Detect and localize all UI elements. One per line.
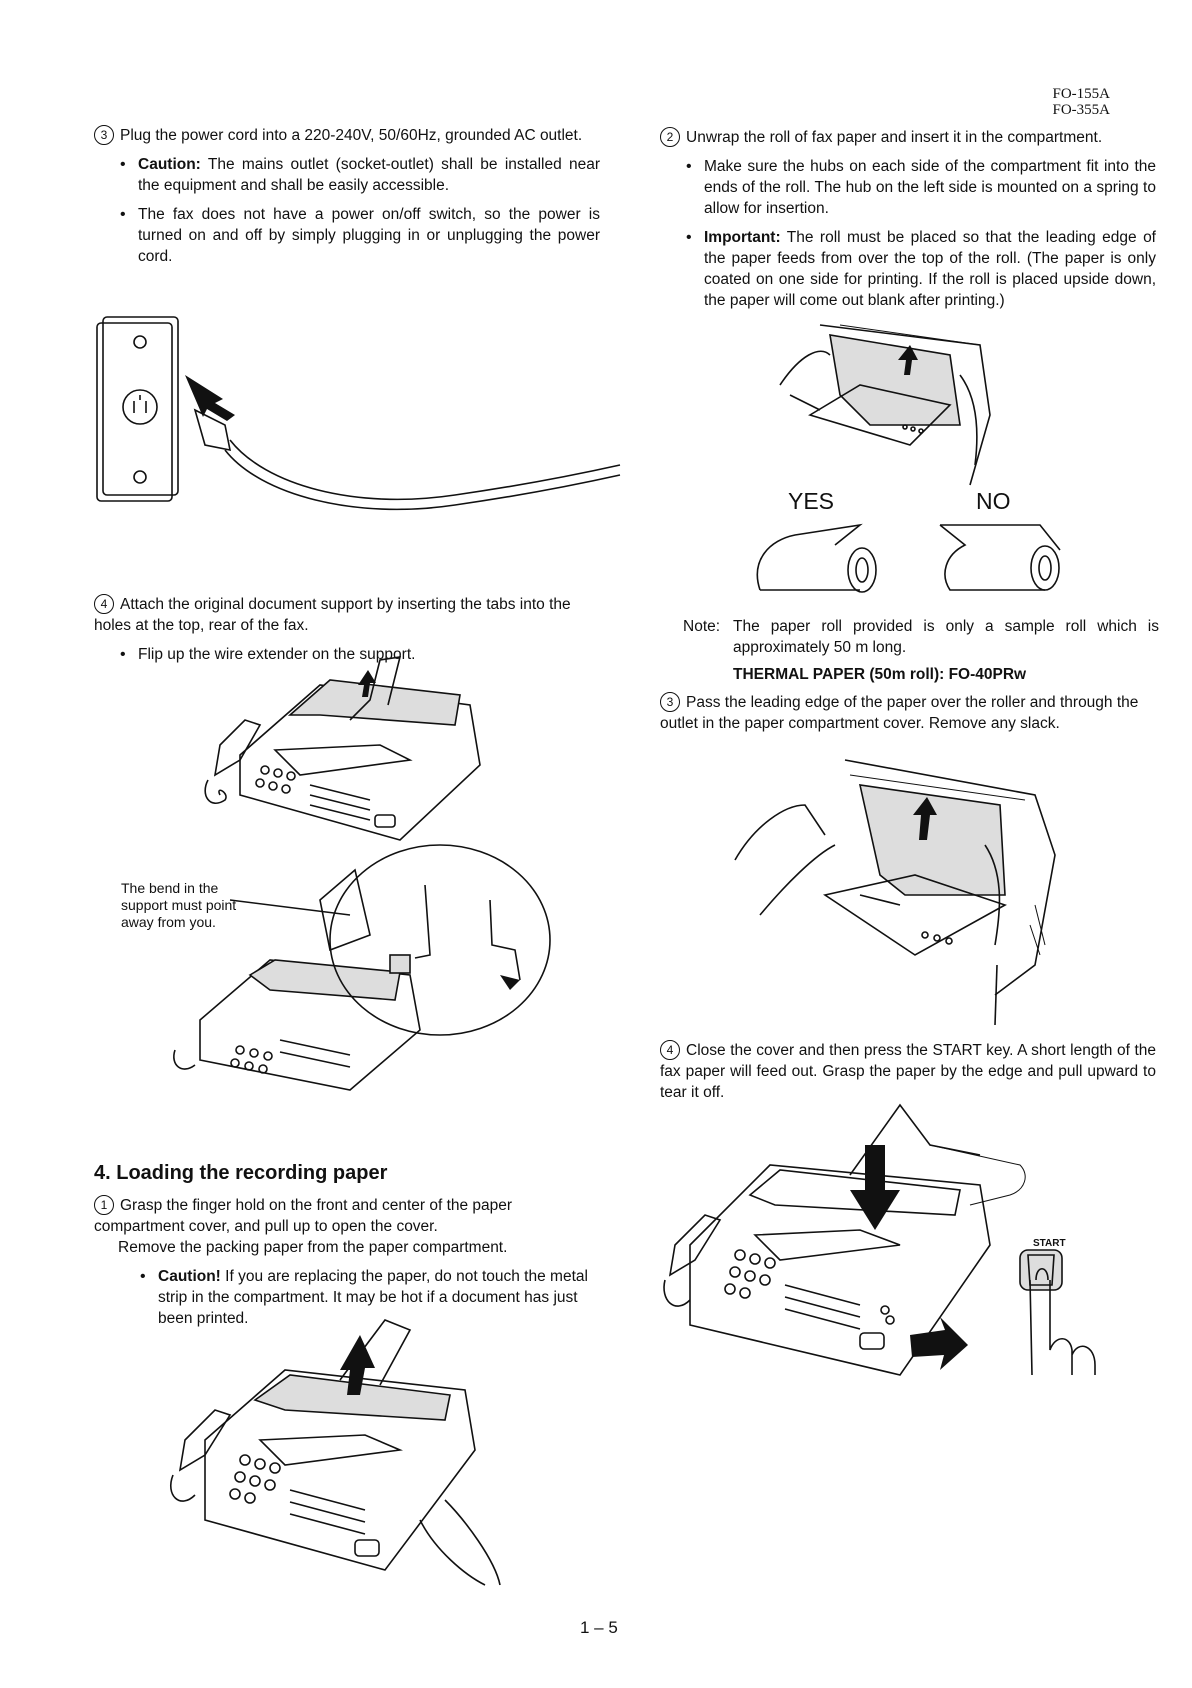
hubs-bullet: Make sure the hubs on each side of the c… (684, 156, 1156, 219)
step-text: Grasp the finger hold on the front and c… (94, 1197, 513, 1235)
fax-open-cover-illustration (170, 1319, 501, 1586)
model-number-1: FO-155A (1052, 86, 1110, 102)
step-number: 3 (94, 125, 114, 145)
note-label: Note: (683, 618, 721, 635)
roll-orientation-illustration (756, 523, 1061, 593)
note-text: The paper roll provided is only a sample… (733, 618, 1159, 656)
step-number: 2 (660, 127, 680, 147)
power-outlet-illustration (96, 316, 621, 511)
fax-document-support-illustration (204, 656, 481, 841)
roll-insert-illustration (779, 324, 991, 486)
thermal-paper-spec: THERMAL PAPER (50m roll): FO-40PRw (733, 666, 1027, 683)
model-number-2: FO-355A (1052, 102, 1110, 118)
caution-text: The mains outlet (socket-outlet) shall b… (138, 156, 600, 194)
step-text: Close the cover and then press the START… (660, 1042, 1156, 1101)
step-text: Plug the power cord into a 220-240V, 50/… (120, 127, 583, 144)
switch-text: The fax does not have a power on/off swi… (138, 206, 600, 265)
wire-extender-bullet: Flip up the wire extender on the support… (118, 644, 604, 665)
right-step-2: 2 Unwrap the roll of fax paper and insert… (660, 127, 1156, 311)
wire-extender-text: Flip up the wire extender on the support… (138, 646, 416, 663)
step-text: Unwrap the roll of fax paper and insert … (686, 129, 1103, 146)
hubs-text: Make sure the hubs on each side of the c… (704, 158, 1156, 217)
roll-yes-outline (756, 523, 863, 591)
no-label: NO (976, 488, 1011, 514)
note-block: Note: The paper roll provided is only a … (683, 616, 1159, 685)
important-bullet: Important: The roll must be placed so th… (684, 227, 1156, 311)
step-number: 1 (94, 1195, 114, 1215)
fax-start-key-illustration (663, 1103, 1096, 1376)
caution-label: Caution: (138, 156, 201, 173)
left-step-3: 3 Plug the power cord into a 220-240V, 50… (94, 125, 600, 267)
section-step-1-continued: Remove the packing paper from the paper … (118, 1239, 508, 1256)
yes-label: YES (788, 488, 835, 514)
important-text: The roll must be placed so that the lead… (704, 229, 1156, 309)
step-number: 4 (94, 594, 114, 614)
page-number: 1 – 5 (580, 1618, 618, 1637)
model-number-header: FO-155A FO-355A (980, 86, 1110, 118)
step-text: Attach the original document support by … (94, 596, 571, 634)
section-title: 4. Loading the recording paper (94, 1162, 388, 1184)
switch-bullet: The fax does not have a power on/off swi… (118, 204, 600, 267)
paper-roller-illustration (734, 759, 1056, 1026)
caution-hot-text: If you are replacing the paper, do not t… (158, 1268, 588, 1327)
start-key-label: START (1033, 1238, 1066, 1249)
important-label: Important: (704, 229, 781, 246)
caution-bullet: Caution: The mains outlet (socket-outlet… (118, 154, 600, 196)
caution-hot-bullet: Caution! If you are replacing the paper,… (138, 1266, 604, 1329)
bend-caption: The bend in the support must point away … (121, 880, 237, 930)
step-text: Pass the leading edge of the paper over … (660, 694, 1139, 732)
step-number: 4 (660, 1040, 680, 1060)
fax-bend-detail-illustration (173, 844, 551, 1091)
caution-hot-label: Caution! (158, 1268, 221, 1285)
step-number: 3 (660, 692, 680, 712)
